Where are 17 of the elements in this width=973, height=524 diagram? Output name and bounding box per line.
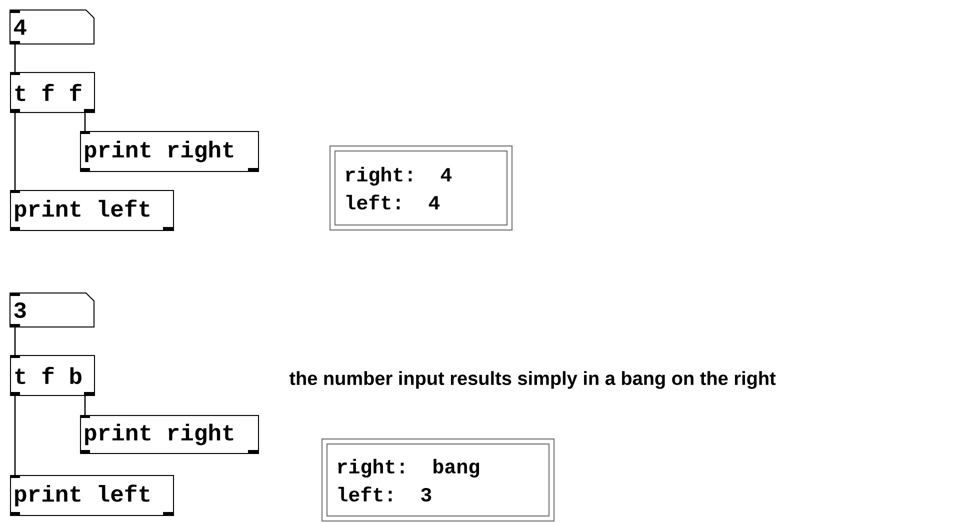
object-box: print left bbox=[10, 190, 174, 231]
patch-cord bbox=[84, 396, 86, 415]
object-box: print right bbox=[80, 415, 259, 454]
object-box: t f f bbox=[10, 72, 95, 113]
patch-cord bbox=[14, 327, 16, 355]
console-window: right: bang left: 3 bbox=[321, 438, 555, 522]
patch-cord bbox=[84, 113, 86, 131]
object-box: t f b bbox=[10, 355, 95, 396]
number-box: 4 bbox=[10, 10, 94, 44]
patch-cord bbox=[14, 396, 16, 475]
comment-text: the number input results simply in a bang on the right bbox=[289, 371, 776, 389]
object-box: print right bbox=[80, 131, 259, 172]
console-window: right: 4 left: 4 bbox=[329, 145, 513, 231]
number-box: 3 bbox=[10, 292, 94, 328]
patch-cord bbox=[14, 44, 16, 72]
patch-cord bbox=[14, 113, 16, 190]
object-box: print left bbox=[10, 475, 174, 516]
